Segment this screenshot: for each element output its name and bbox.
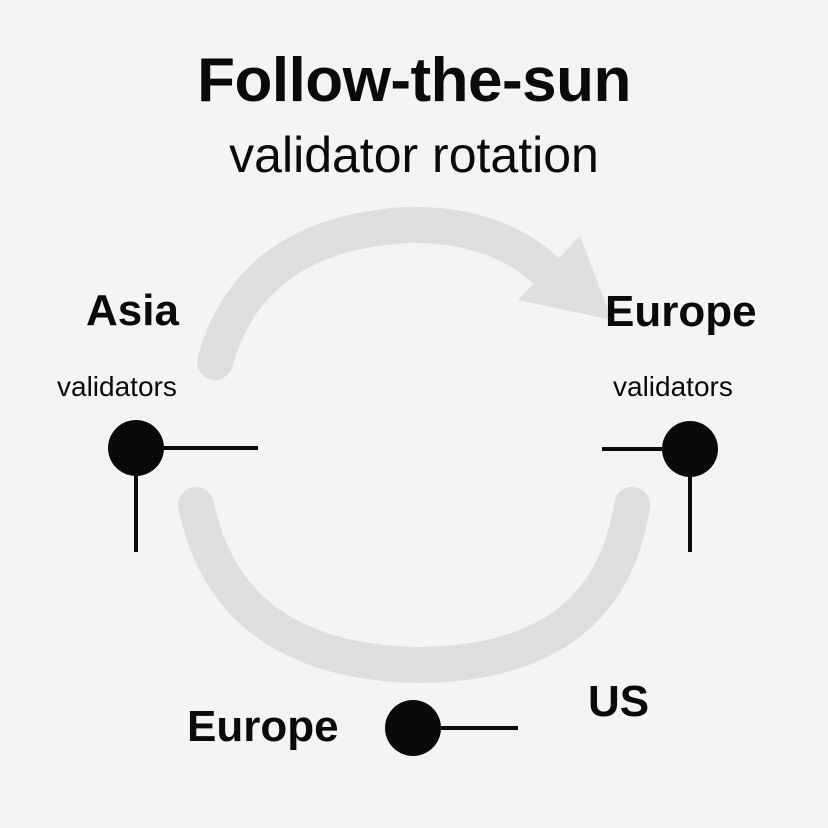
europe-right-node <box>602 421 718 552</box>
europe-bottom-region-label: Europe <box>187 702 339 751</box>
asia-region-label: Asia <box>86 286 179 335</box>
diagram-title: Follow-the-sun <box>197 46 631 115</box>
asia-sublabel: validators <box>57 371 177 402</box>
asia-node <box>108 420 258 552</box>
diagram-subtitle: validator rotation <box>229 127 599 183</box>
asia-node-dot <box>108 420 164 476</box>
europe-right-sublabel: validators <box>613 371 733 402</box>
top-rotation-arc <box>197 206 578 380</box>
us-region-label: US <box>588 677 650 726</box>
top-arc-arrowhead <box>518 236 612 320</box>
bottom-node <box>385 700 518 756</box>
bottom-rotation-arc <box>178 487 650 684</box>
europe-right-node-dot <box>662 421 718 477</box>
bottom-node-dot <box>385 700 441 756</box>
europe-right-region-label: Europe <box>605 287 757 336</box>
